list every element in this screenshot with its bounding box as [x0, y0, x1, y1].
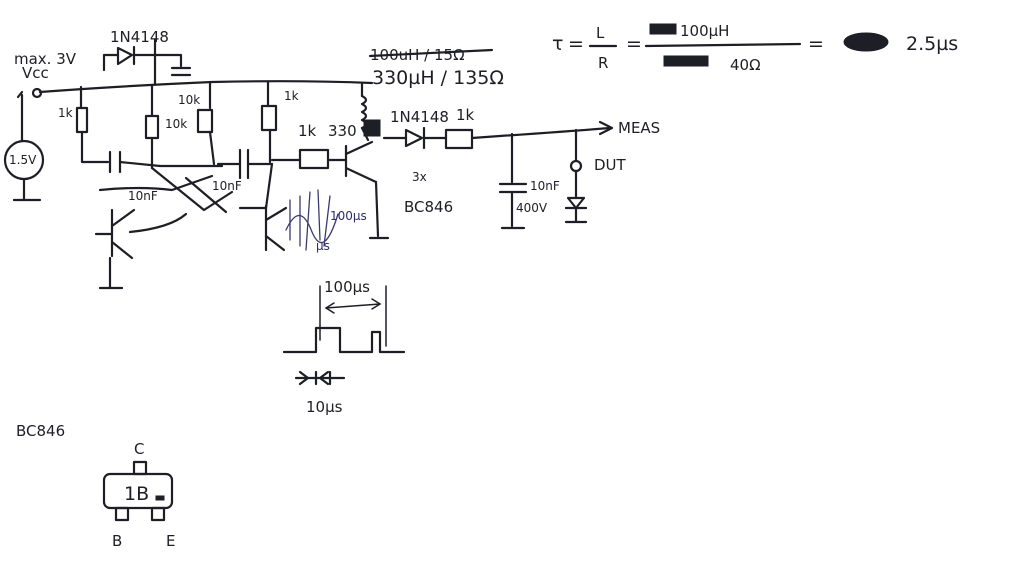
base-resistor-label: 1k [298, 122, 317, 140]
formula-l: L [596, 24, 605, 42]
meas-label: MEAS [618, 119, 660, 137]
formula-r: R [598, 54, 608, 72]
inductor-old-label: 100uH / 15Ω [370, 46, 465, 64]
output-resistor [444, 120, 614, 150]
formula-den: 40Ω [730, 56, 761, 74]
pulse-diagram [282, 285, 406, 386]
inductor-label: 330µH / 135Ω [372, 67, 504, 89]
output-diode [382, 126, 448, 150]
output-diode-label: 1N4148 [390, 108, 449, 126]
transistor-qty-label: 3x [412, 170, 427, 184]
pin-b-label: B [112, 532, 122, 550]
pulse-label: 10µs [306, 398, 343, 416]
c-out-voltage-label: 400V [516, 201, 548, 215]
osc-label: 100µs [330, 209, 367, 223]
source-voltage-label: 1.5V [9, 153, 37, 167]
r4-label: 1k [284, 89, 299, 103]
transistor-label: BC846 [404, 198, 453, 216]
resistor-r2 [144, 83, 160, 170]
dut-device [564, 128, 588, 224]
top-diode [102, 38, 192, 86]
voltage-source [3, 93, 45, 202]
period-label: 100µs [324, 278, 370, 296]
resistor-r1 [75, 85, 98, 164]
c-out-label: 10nF [530, 179, 560, 193]
transistor-q2 [238, 204, 288, 252]
pin-c-label: C [134, 440, 144, 458]
vcc-rail [16, 80, 374, 99]
output-resistor-label: 1k [456, 106, 475, 124]
inductor [360, 82, 381, 142]
tau-symbol: τ [552, 33, 563, 55]
package-marking: 1B [124, 483, 149, 505]
transistor-q3 [344, 140, 390, 240]
pin-e-label: E [166, 532, 175, 550]
tau-formula: τ = L R = 100µH 40Ω = 2.5µs [552, 22, 958, 74]
base-resistor2-label: 330 [328, 122, 357, 140]
c2-label: 10nF [212, 179, 242, 193]
r3-label: 10k [178, 93, 200, 107]
svg-text:=: = [626, 33, 642, 55]
output-capacitor [498, 132, 528, 230]
resistor-r3 [196, 80, 216, 166]
base-resistor [270, 148, 348, 170]
dut-label: DUT [594, 156, 627, 174]
c1-label: 10nF [128, 189, 158, 203]
max-voltage-label: max. 3V [14, 50, 77, 68]
r2-label: 10k [165, 117, 187, 131]
formula-num: 100µH [680, 22, 729, 40]
vcc-label: Vcc [22, 64, 49, 82]
package-title: BC846 [16, 422, 65, 440]
inductor-old-strike [368, 48, 494, 58]
osc-sketch [285, 189, 339, 251]
svg-text:=: = [568, 33, 584, 55]
sot23-package [102, 460, 174, 522]
multivibrator-wiring [94, 148, 274, 234]
resistor-r4 [260, 80, 278, 164]
osc2-label: µs [316, 239, 330, 253]
r1-label: 1k [58, 106, 73, 120]
formula-result: 2.5µs [906, 33, 958, 55]
svg-text:=: = [808, 33, 824, 55]
top-diode-label: 1N4148 [110, 28, 169, 46]
transistor-q1 [94, 208, 136, 290]
